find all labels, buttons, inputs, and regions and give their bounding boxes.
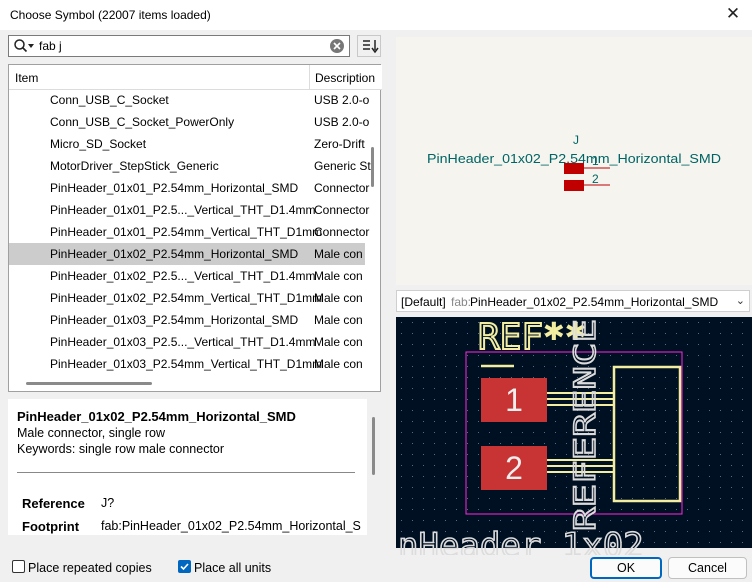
tree-row[interactable]: PinHeader_01x01_P2.54mm_Horizontal_SMD Co… bbox=[9, 177, 370, 199]
row-description: Generic St bbox=[314, 159, 371, 173]
tree-row[interactable]: Micro_SD_Socket Zero-Drift bbox=[9, 133, 365, 155]
symbol-canvas: J PinHeader_01x02_P2.54mm_Horizontal_SMD… bbox=[427, 133, 721, 191]
footprint-select-name: PinHeader_01x02_P2.54mm_Horizontal_SMD bbox=[470, 295, 719, 309]
title-bar: Choose Symbol (22007 items loaded) ✕ bbox=[0, 0, 752, 30]
row-name: MotorDriver_StepStick_Generic bbox=[50, 159, 219, 173]
column-divider[interactable] bbox=[309, 65, 310, 89]
row-name: PinHeader_01x03_P2.54mm_Horizontal_SMD bbox=[50, 313, 299, 327]
footprint-select[interactable]: [Default] fab: PinHeader_01x02_P2.54mm_H… bbox=[396, 290, 750, 312]
details-scrollbar[interactable] bbox=[372, 417, 375, 475]
place-repeated-copies-label[interactable]: Place repeated copies bbox=[28, 561, 152, 575]
ok-button[interactable]: OK bbox=[590, 557, 662, 579]
chevron-down-icon[interactable]: ⌄ bbox=[735, 295, 745, 307]
footprint-value: fab:PinHeader_01x02_P2.54mm_Horizontal_S bbox=[101, 519, 361, 533]
symbol-pin-2-number: 2 bbox=[592, 172, 599, 186]
window-title: Choose Symbol (22007 items loaded) bbox=[10, 8, 211, 22]
tree-row[interactable]: PinHeader_01x02_P2.5..._Vertical_THT_D1.… bbox=[9, 265, 365, 287]
tree-row[interactable]: Conn_USB_C_Socket_PowerOnly USB 2.0-o bbox=[9, 111, 370, 133]
silkscreen-body-outline bbox=[612, 365, 682, 503]
column-description[interactable]: Description bbox=[315, 71, 376, 85]
clear-search-icon[interactable] bbox=[329, 38, 345, 54]
footprint-select-library: fab: bbox=[451, 295, 472, 309]
pad-2 bbox=[481, 446, 547, 490]
sort-icon bbox=[363, 40, 379, 54]
row-description: Connector bbox=[314, 225, 370, 239]
symbol-pin-2-body bbox=[564, 180, 584, 191]
details-description: Male connector, single row bbox=[17, 426, 165, 440]
row-name: PinHeader_01x03_P2.54mm_Vertical_THT_D1m… bbox=[50, 357, 323, 371]
tree-row-selected[interactable]: PinHeader_01x02_P2.54mm_Horizontal_SMD Ma… bbox=[9, 243, 365, 265]
details-keywords: Keywords: single row male connector bbox=[17, 442, 225, 456]
details-divider bbox=[17, 472, 355, 473]
row-description: USB 2.0-o bbox=[314, 115, 370, 129]
sort-button[interactable] bbox=[357, 35, 381, 57]
pad-1-number: 1 bbox=[505, 382, 523, 418]
tree-row[interactable]: PinHeader_01x02_P2.54mm_Vertical_THT_D1m… bbox=[9, 287, 365, 309]
tree-row[interactable]: PinHeader_01x03_P2.54mm_Vertical_THT_D1m… bbox=[9, 353, 365, 375]
tree-row[interactable]: MotorDriver_StepStick_Generic Generic St bbox=[9, 155, 371, 177]
row-name: PinHeader_01x01_P2.54mm_Horizontal_SMD bbox=[50, 181, 299, 195]
footprint-preview: REF** 1 2 REFERENCE nHeader_1x02 bbox=[396, 316, 752, 567]
row-description: Connector bbox=[314, 203, 370, 217]
details-panel: PinHeader_01x02_P2.54mm_Horizontal_SMD M… bbox=[8, 399, 367, 535]
details-symbol-name: PinHeader_01x02_P2.54mm_Horizontal_SMD bbox=[17, 409, 296, 424]
row-description: Zero-Drift bbox=[314, 137, 365, 151]
row-description: Male con bbox=[314, 313, 363, 327]
cancel-button[interactable]: Cancel bbox=[668, 557, 747, 579]
search-box[interactable] bbox=[8, 35, 350, 57]
tree-row[interactable]: PinHeader_01x03_P2.54mm_Horizontal_SMD Ma… bbox=[9, 309, 365, 331]
row-description: USB 2.0-o bbox=[314, 93, 370, 107]
courtyard-outline bbox=[465, 351, 683, 515]
tree-vertical-scrollbar[interactable] bbox=[371, 147, 374, 187]
row-name: PinHeader_01x02_P2.54mm_Horizontal_SMD bbox=[50, 247, 299, 261]
place-all-units-label[interactable]: Place all units bbox=[194, 561, 272, 575]
row-name: PinHeader_01x01_P2.54mm_Vertical_THT_D1m… bbox=[50, 225, 323, 239]
symbol-pin-1-body bbox=[564, 163, 584, 174]
footprint-label: Footprint bbox=[22, 519, 80, 534]
row-name: Conn_USB_C_Socket bbox=[50, 93, 169, 107]
reference-label: Reference bbox=[22, 496, 85, 511]
row-description: Male con bbox=[314, 291, 363, 305]
row-description: Male con bbox=[314, 357, 363, 371]
row-name: Micro_SD_Socket bbox=[50, 137, 147, 151]
checkmark-icon bbox=[180, 563, 189, 571]
dialog-button-bar: Place repeated copies Place all units OK… bbox=[0, 555, 752, 582]
symbol-pin-1-number: 1 bbox=[592, 154, 599, 168]
search-input[interactable] bbox=[39, 38, 329, 54]
tree-row[interactable]: PinHeader_01x01_P2.54mm_Vertical_THT_D1m… bbox=[9, 221, 370, 243]
tree-row[interactable]: PinHeader_01x03_P2.5..._Vertical_THT_D1.… bbox=[9, 331, 365, 353]
tree-row[interactable]: Conn_USB_C_Socket USB 2.0-o bbox=[9, 89, 370, 111]
symbol-preview: J PinHeader_01x02_P2.54mm_Horizontal_SMD… bbox=[396, 37, 752, 285]
footprint-canvas: REF** 1 2 REFERENCE nHeader_1x02 bbox=[396, 316, 752, 567]
footprint-select-default: [Default] bbox=[401, 295, 446, 309]
row-name: PinHeader_01x03_P2.5..._Vertical_THT_D1.… bbox=[50, 335, 316, 349]
row-name: PinHeader_01x02_P2.54mm_Vertical_THT_D1m… bbox=[50, 291, 323, 305]
pad-2-number: 2 bbox=[505, 450, 523, 486]
reference-value: J? bbox=[101, 496, 115, 510]
tree-header: Item Description bbox=[9, 65, 382, 90]
symbol-reference: J bbox=[573, 133, 579, 147]
symbol-value: PinHeader_01x02_P2.54mm_Horizontal_SMD bbox=[427, 152, 721, 166]
reference-vertical-text: REFERENCE bbox=[568, 319, 602, 531]
place-all-units-checkbox[interactable] bbox=[178, 560, 191, 573]
row-name: PinHeader_01x01_P2.5..._Vertical_THT_D1.… bbox=[50, 203, 316, 217]
row-description: Male con bbox=[314, 247, 363, 261]
tree-row[interactable]: PinHeader_01x01_P2.5..._Vertical_THT_D1.… bbox=[9, 199, 370, 221]
pad-1 bbox=[481, 378, 547, 422]
grid-dots bbox=[396, 317, 752, 548]
tree-horizontal-scrollbar[interactable] bbox=[26, 382, 152, 385]
row-name: Conn_USB_C_Socket_PowerOnly bbox=[50, 115, 235, 129]
row-description: Male con bbox=[314, 335, 363, 349]
row-description: Connector bbox=[314, 181, 370, 195]
close-icon[interactable]: ✕ bbox=[725, 4, 741, 23]
column-item[interactable]: Item bbox=[15, 71, 39, 85]
place-repeated-copies-checkbox[interactable] bbox=[12, 560, 25, 573]
ref-designator-text: REF** bbox=[478, 317, 586, 358]
row-description: Male con bbox=[314, 269, 363, 283]
search-icon[interactable] bbox=[13, 38, 35, 54]
row-name: PinHeader_01x02_P2.5..._Vertical_THT_D1.… bbox=[50, 269, 316, 283]
